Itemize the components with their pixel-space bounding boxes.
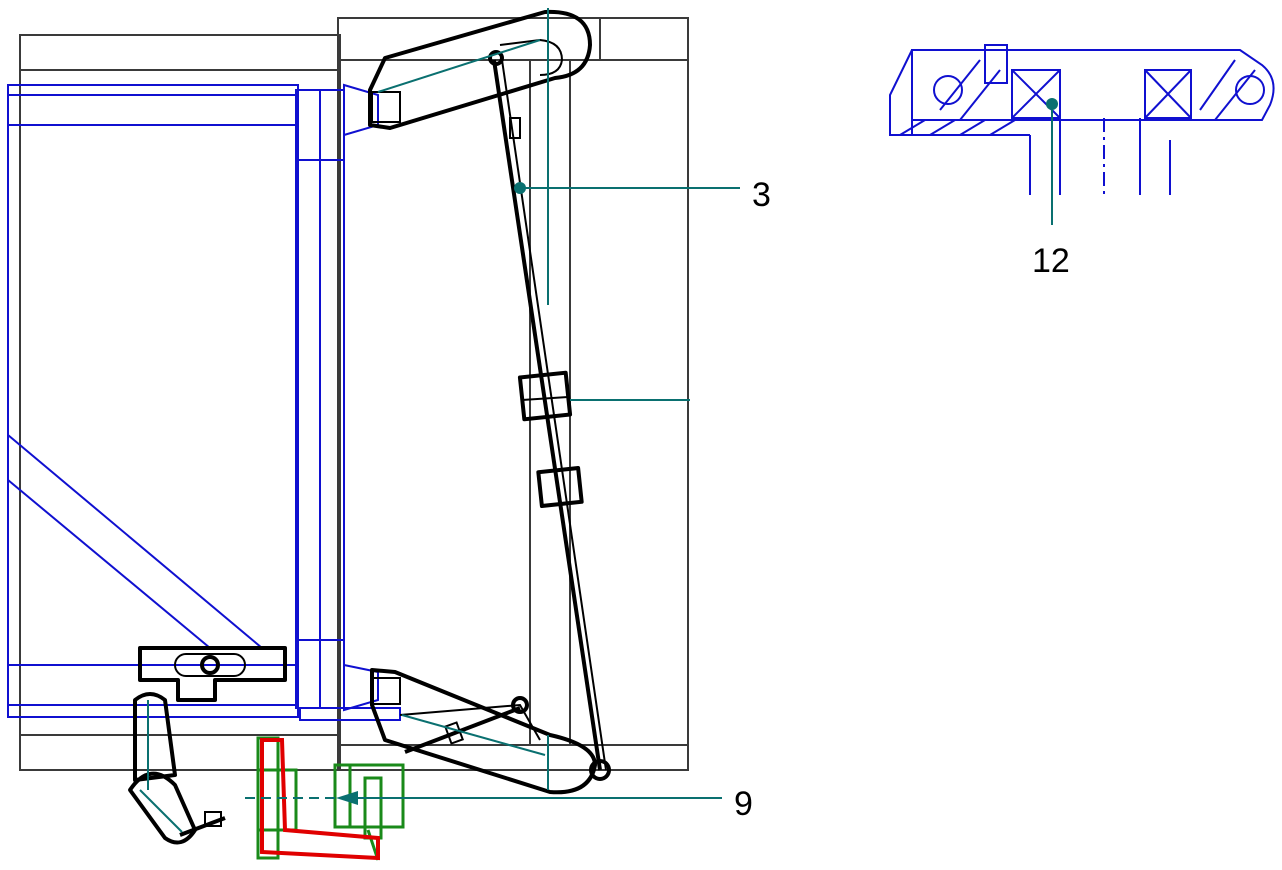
centerlines <box>139 8 690 833</box>
bearing-detail-view <box>889 44 1275 195</box>
link-rod-assembly <box>492 59 611 781</box>
callout-label-12: 12 <box>1032 242 1070 280</box>
callout-3: 3 <box>514 176 771 214</box>
leader-dot-12 <box>1046 98 1058 110</box>
callout-9: 9 <box>336 785 753 823</box>
callout-12: 12 <box>1032 98 1070 280</box>
callout-label-3: 3 <box>752 176 771 214</box>
background-frame <box>19 17 689 771</box>
leader-dot-3 <box>514 182 526 194</box>
left-lower-mechanism <box>128 646 287 845</box>
blue-frame-structure <box>7 83 401 721</box>
lower-crank-arm <box>370 668 597 795</box>
leader-arrow-9 <box>336 791 358 805</box>
callout-label-9: 9 <box>734 785 753 823</box>
upper-crank-arm <box>368 9 592 130</box>
red-bracket <box>260 738 380 861</box>
